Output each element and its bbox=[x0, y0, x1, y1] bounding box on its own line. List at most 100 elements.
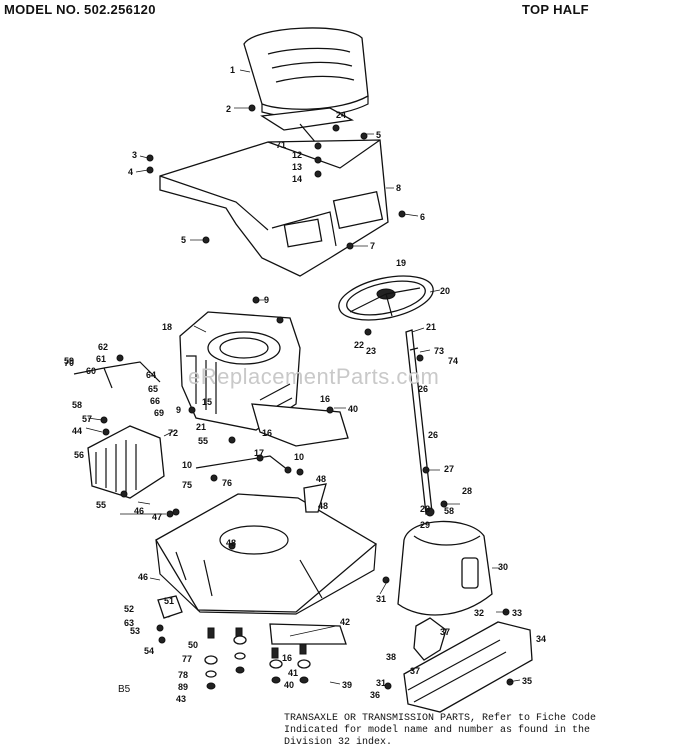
callout: 58 bbox=[444, 506, 454, 516]
callout: 46 bbox=[134, 506, 144, 516]
callout: 38 bbox=[386, 652, 396, 662]
callout: 29 bbox=[420, 520, 430, 530]
footnote-line-2: Indicated for model name and number as f… bbox=[284, 725, 591, 736]
leader-lines bbox=[85, 69, 521, 685]
callout: 14 bbox=[292, 174, 302, 184]
callout: 27 bbox=[444, 464, 454, 474]
callout: 8 bbox=[396, 183, 401, 193]
seat bbox=[243, 27, 369, 118]
callout: 66 bbox=[150, 396, 160, 406]
callout: 70 bbox=[64, 358, 74, 368]
callout: 19 bbox=[396, 258, 406, 268]
callout: 34 bbox=[536, 634, 546, 644]
callout: 72 bbox=[168, 428, 178, 438]
callout: 41 bbox=[288, 668, 298, 678]
footnote-line-1: TRANSAXLE OR TRANSMISSION PARTS, Refer t… bbox=[284, 713, 597, 724]
callout: 78 bbox=[178, 670, 188, 680]
callout: 69 bbox=[154, 408, 164, 418]
callout: 16 bbox=[282, 653, 292, 663]
callout: 9 bbox=[264, 295, 269, 305]
callout: 58 bbox=[72, 400, 82, 410]
callout: 15 bbox=[202, 397, 212, 407]
callout: 48 bbox=[318, 501, 328, 511]
callout: 77 bbox=[182, 654, 192, 664]
callout: 52 bbox=[124, 604, 134, 614]
watermark: eReplacementParts.com bbox=[188, 364, 440, 389]
fasteners bbox=[100, 104, 514, 690]
callout: 73 bbox=[434, 346, 444, 356]
steering-wheel bbox=[338, 275, 434, 321]
callout: 26 bbox=[428, 430, 438, 440]
linkage bbox=[195, 455, 327, 513]
callout: 71 bbox=[276, 140, 286, 150]
fender bbox=[159, 139, 389, 277]
callout: 10 bbox=[182, 460, 192, 470]
callout: 32 bbox=[474, 608, 484, 618]
front-cover bbox=[403, 621, 533, 713]
callout: 16 bbox=[262, 428, 272, 438]
callout: 40 bbox=[348, 404, 358, 414]
callout: 53 bbox=[130, 626, 140, 636]
callout: 47 bbox=[152, 512, 162, 522]
callout: 16 bbox=[320, 394, 330, 404]
callout: 4 bbox=[128, 167, 133, 177]
callout: 54 bbox=[144, 646, 154, 656]
transaxle bbox=[87, 425, 165, 499]
callout: 28 bbox=[462, 486, 472, 496]
callout: 24 bbox=[336, 110, 346, 120]
callout: 6 bbox=[420, 212, 425, 222]
callout: 30 bbox=[498, 562, 508, 572]
callout: 51 bbox=[164, 596, 174, 606]
callout: 46 bbox=[138, 572, 148, 582]
callout: 40 bbox=[284, 680, 294, 690]
callout: 48 bbox=[226, 538, 236, 548]
callout: 56 bbox=[74, 450, 84, 460]
callout: 60 bbox=[86, 366, 96, 376]
callout: 37 bbox=[410, 666, 420, 676]
callout: 20 bbox=[440, 286, 450, 296]
engine-plate bbox=[251, 403, 349, 447]
callout: 57 bbox=[82, 414, 92, 424]
callout: 13 bbox=[292, 162, 302, 172]
callout: 76 bbox=[222, 478, 232, 488]
model-number: MODEL NO. 502.256120 bbox=[4, 2, 156, 17]
callout: 21 bbox=[426, 322, 436, 332]
dash-tower bbox=[397, 520, 493, 616]
callout: 75 bbox=[182, 480, 192, 490]
rear-bar bbox=[269, 623, 347, 645]
callout: 37 bbox=[440, 627, 450, 637]
callout: 5 bbox=[181, 235, 186, 245]
corner-label: B5 bbox=[118, 684, 131, 695]
bolt-stacks bbox=[204, 627, 311, 690]
callout: 74 bbox=[448, 356, 458, 366]
callout: 21 bbox=[196, 422, 206, 432]
callout: 26 bbox=[418, 384, 428, 394]
callout: 39 bbox=[342, 680, 352, 690]
callout: 1 bbox=[230, 65, 235, 75]
callout: 36 bbox=[370, 690, 380, 700]
callout: 62 bbox=[98, 342, 108, 352]
callout: 48 bbox=[316, 474, 326, 484]
callout: 61 bbox=[96, 354, 106, 364]
callout: 31 bbox=[376, 678, 386, 688]
callout: 42 bbox=[340, 617, 350, 627]
callout: 55 bbox=[198, 436, 208, 446]
callout: 50 bbox=[188, 640, 198, 650]
callout: 12 bbox=[292, 150, 302, 160]
section-title: TOP HALF bbox=[522, 2, 589, 17]
callout: 2 bbox=[226, 104, 231, 114]
callout: 65 bbox=[148, 384, 158, 394]
callout: 31 bbox=[376, 594, 386, 604]
callout: 43 bbox=[176, 694, 186, 704]
engine bbox=[179, 311, 301, 431]
callout: 3 bbox=[132, 150, 137, 160]
footnote: TRANSAXLE OR TRANSMISSION PARTS, Refer t… bbox=[284, 713, 688, 749]
callout: 55 bbox=[96, 500, 106, 510]
callout: 33 bbox=[512, 608, 522, 618]
callout: 7 bbox=[370, 241, 375, 251]
callout: 10 bbox=[294, 452, 304, 462]
callout: 64 bbox=[146, 370, 156, 380]
callout: 23 bbox=[366, 346, 376, 356]
callout: 17 bbox=[254, 448, 264, 458]
